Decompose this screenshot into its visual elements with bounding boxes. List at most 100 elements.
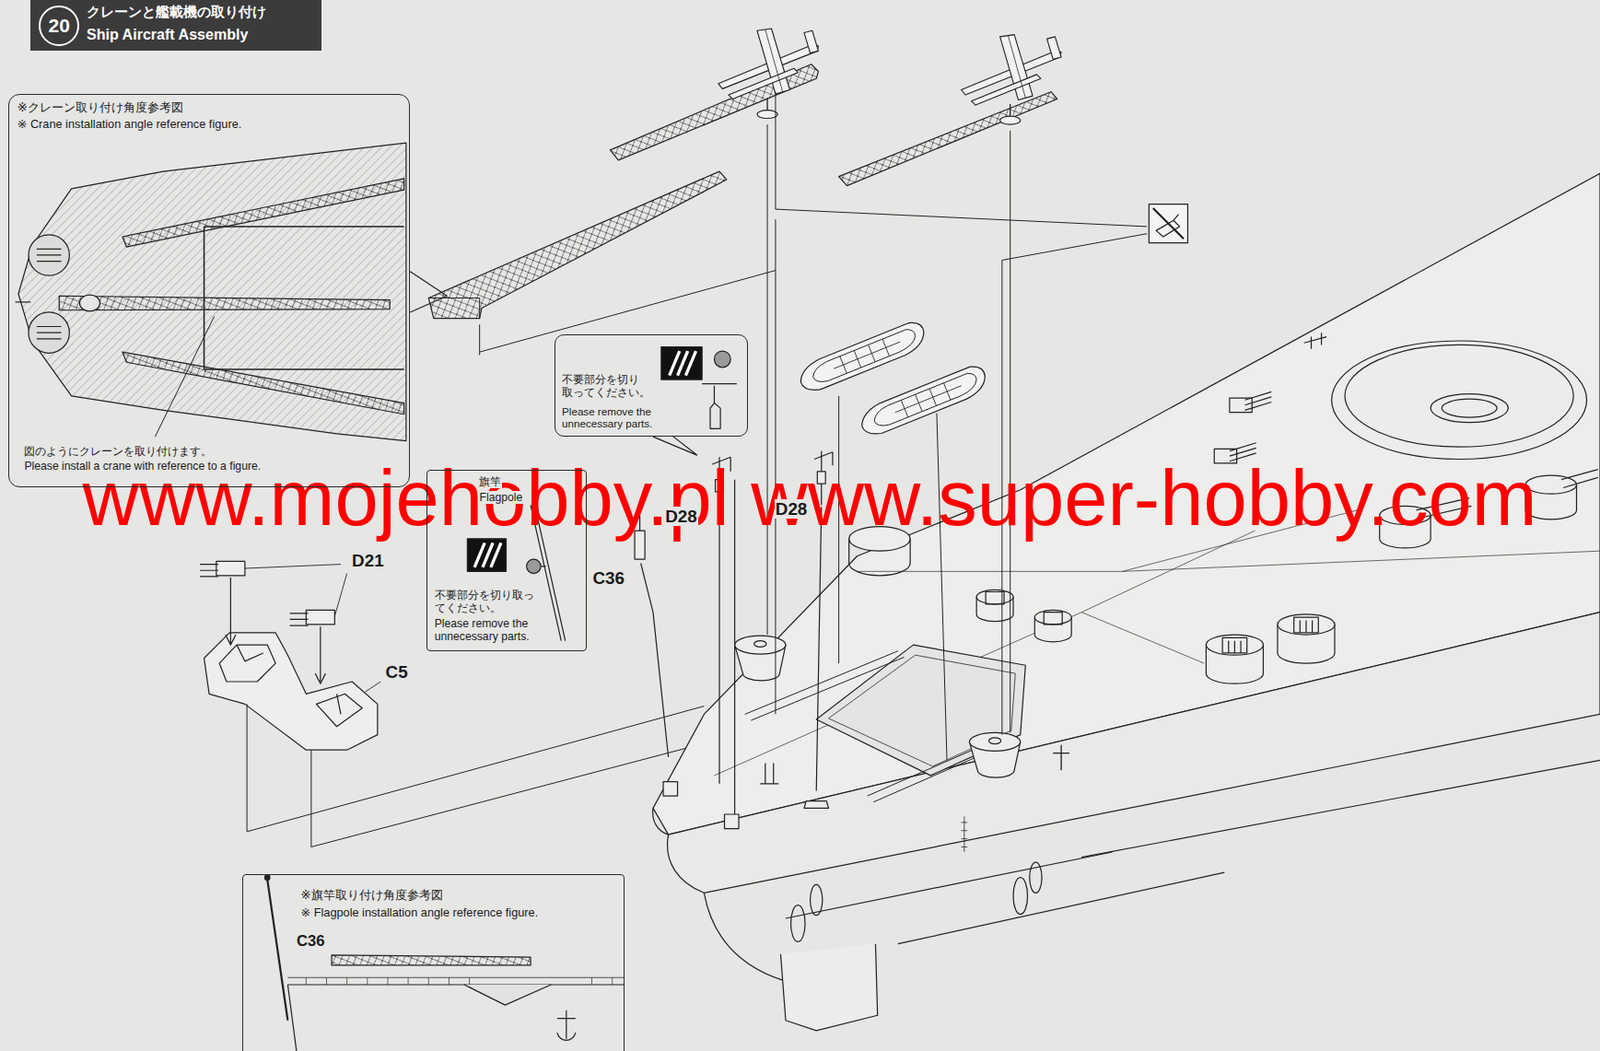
inset-title: ※クレーン取り付け角度参考図 <box>16 100 185 115</box>
gun-mount-part <box>225 577 327 684</box>
box-title-slot: 旗竿 <box>478 475 503 489</box>
part-number-slot: D28 <box>774 499 809 520</box>
gun-mount-part <box>246 703 730 847</box>
no-glue-icon <box>1148 204 1188 244</box>
box-title: Flagpole <box>478 490 524 504</box>
ship-hull <box>653 807 669 835</box>
assembly-guide-line <box>479 92 1147 761</box>
ship-hull <box>653 173 1600 1031</box>
step-title: Ship Aircraft Assembly <box>85 25 249 43</box>
assembly-guide-line <box>775 209 1147 260</box>
assembly-guide-line <box>767 92 776 715</box>
crane-reference-drawing <box>36 248 62 339</box>
flagpole-reference-drawing <box>287 977 625 979</box>
aft-superstructure-base <box>1344 344 1574 447</box>
note-text: Please remove the unnecessary parts. <box>433 617 535 643</box>
inset-title-slot: ※クレーン取り付け角度参考図 <box>16 100 185 115</box>
ship-hull <box>961 816 969 853</box>
crane-reference-drawing <box>122 351 405 415</box>
gun-turret <box>1277 614 1335 635</box>
note-text: 図のようにクレーンを取り付けます。 <box>23 444 213 458</box>
seaplane <box>718 28 819 118</box>
gun-mount-part <box>199 564 219 577</box>
ship-hull <box>667 612 1600 894</box>
flagpole-picture <box>467 538 506 572</box>
part-number-slot: D28 <box>664 506 699 527</box>
flagpole-picture <box>540 565 547 567</box>
flagpole-reference-drawing <box>264 875 270 881</box>
step-title-slot: クレーンと艦載機の取り付け <box>85 3 268 20</box>
catapult-part <box>609 64 818 161</box>
note-text: Please remove the unnecessary parts. <box>560 405 657 431</box>
flagpole-box: 旗竿Flagpole 不要部分を切り取っ てください。Please remove … <box>426 469 587 652</box>
note-text-slot: 不要部分を切り取っ てください。 <box>433 588 542 615</box>
flagpole-picture <box>526 559 542 574</box>
inset-title: ※ Flagpole installation angle reference … <box>300 906 540 921</box>
aft-superstructure-base <box>1430 394 1508 423</box>
crane-reference-drawing <box>18 142 407 441</box>
ship-hull <box>810 884 823 915</box>
no-glue-icon <box>1148 204 1188 244</box>
ship-hull <box>849 538 911 576</box>
step-number-slot: 20 <box>46 14 71 37</box>
reference-inset: ※クレーン取り付け角度参考図 ※ Crane installation angle… <box>8 93 411 489</box>
flagpole-picture <box>474 542 502 568</box>
gun-mount-part <box>305 609 335 625</box>
flagpole-reference-drawing <box>464 984 551 1005</box>
callout-picture <box>661 347 702 380</box>
catapult-base <box>735 635 1021 778</box>
step-title: クレーンと艦載機の取り付け <box>85 3 268 20</box>
crane-part <box>428 171 776 352</box>
seaplane <box>718 28 1062 125</box>
part-number: C5 <box>385 662 409 683</box>
crane-reference-drawing <box>79 294 100 312</box>
aft-superstructure-base <box>1331 340 1588 460</box>
crane-reference-drawing <box>122 178 405 247</box>
boat-part <box>794 318 991 440</box>
callout-picture <box>653 436 698 456</box>
gun-turret <box>976 589 1014 605</box>
part-number-slot: D21 <box>350 550 386 572</box>
note-text-slot: Please remove the unnecessary parts. <box>560 405 657 431</box>
flagpole-reference-drawing <box>331 955 531 966</box>
small-davit-part <box>816 507 822 792</box>
catapult-base <box>988 737 1001 745</box>
note-text-slot: Please remove the unnecessary parts. <box>433 617 535 643</box>
inset-title-slot: ※旗竿取り付け角度参考図 <box>300 887 444 902</box>
assembly-guide-line <box>839 396 947 760</box>
inset-title: ※旗竿取り付け角度参考図 <box>300 887 444 902</box>
deck-house-part <box>236 644 341 714</box>
part-number-slot: C36 <box>295 932 326 950</box>
assembly-guide-line <box>1002 130 1011 736</box>
callout-picture <box>669 350 697 376</box>
note-text: Please install a crane with reference to… <box>23 459 262 473</box>
note-text: 不要部分を切り取っ てください。 <box>433 588 542 615</box>
part-number: D28 <box>774 499 809 520</box>
catapult-part <box>839 92 1058 187</box>
crane-part <box>479 270 776 353</box>
assembly-illustration <box>15 28 1600 1051</box>
anti-aircraft-gun <box>1244 391 1272 410</box>
ship-hull <box>663 782 678 797</box>
crane-reference-drawing <box>154 315 214 437</box>
gun-turret <box>1205 634 1263 655</box>
callout-picture <box>710 385 721 430</box>
part-number: C36 <box>295 932 326 950</box>
gun-mount-part <box>199 560 730 847</box>
crane-reference-drawing <box>15 142 448 441</box>
part-number: D28 <box>664 506 699 527</box>
ship-hull <box>1029 862 1042 893</box>
boat-part <box>856 362 992 440</box>
gun-turret <box>1043 612 1063 625</box>
inset-title-slot: ※ Crane installation angle reference fig… <box>16 117 244 132</box>
deck-house-part <box>204 632 378 750</box>
seaplane <box>961 35 1063 125</box>
callout-picture <box>713 350 731 368</box>
callout-bubble: 不要部分を切り 取ってください。 Please remove the unnece… <box>554 334 749 437</box>
note-text: 不要部分を切り 取ってください。 <box>560 373 654 398</box>
no-glue-icon <box>1156 214 1180 237</box>
flagpole-part <box>634 514 669 758</box>
part-number-slot: C36 <box>592 568 627 589</box>
watermark-slot: www.mojehobby.pl www.super-hobby.com <box>81 459 1539 538</box>
